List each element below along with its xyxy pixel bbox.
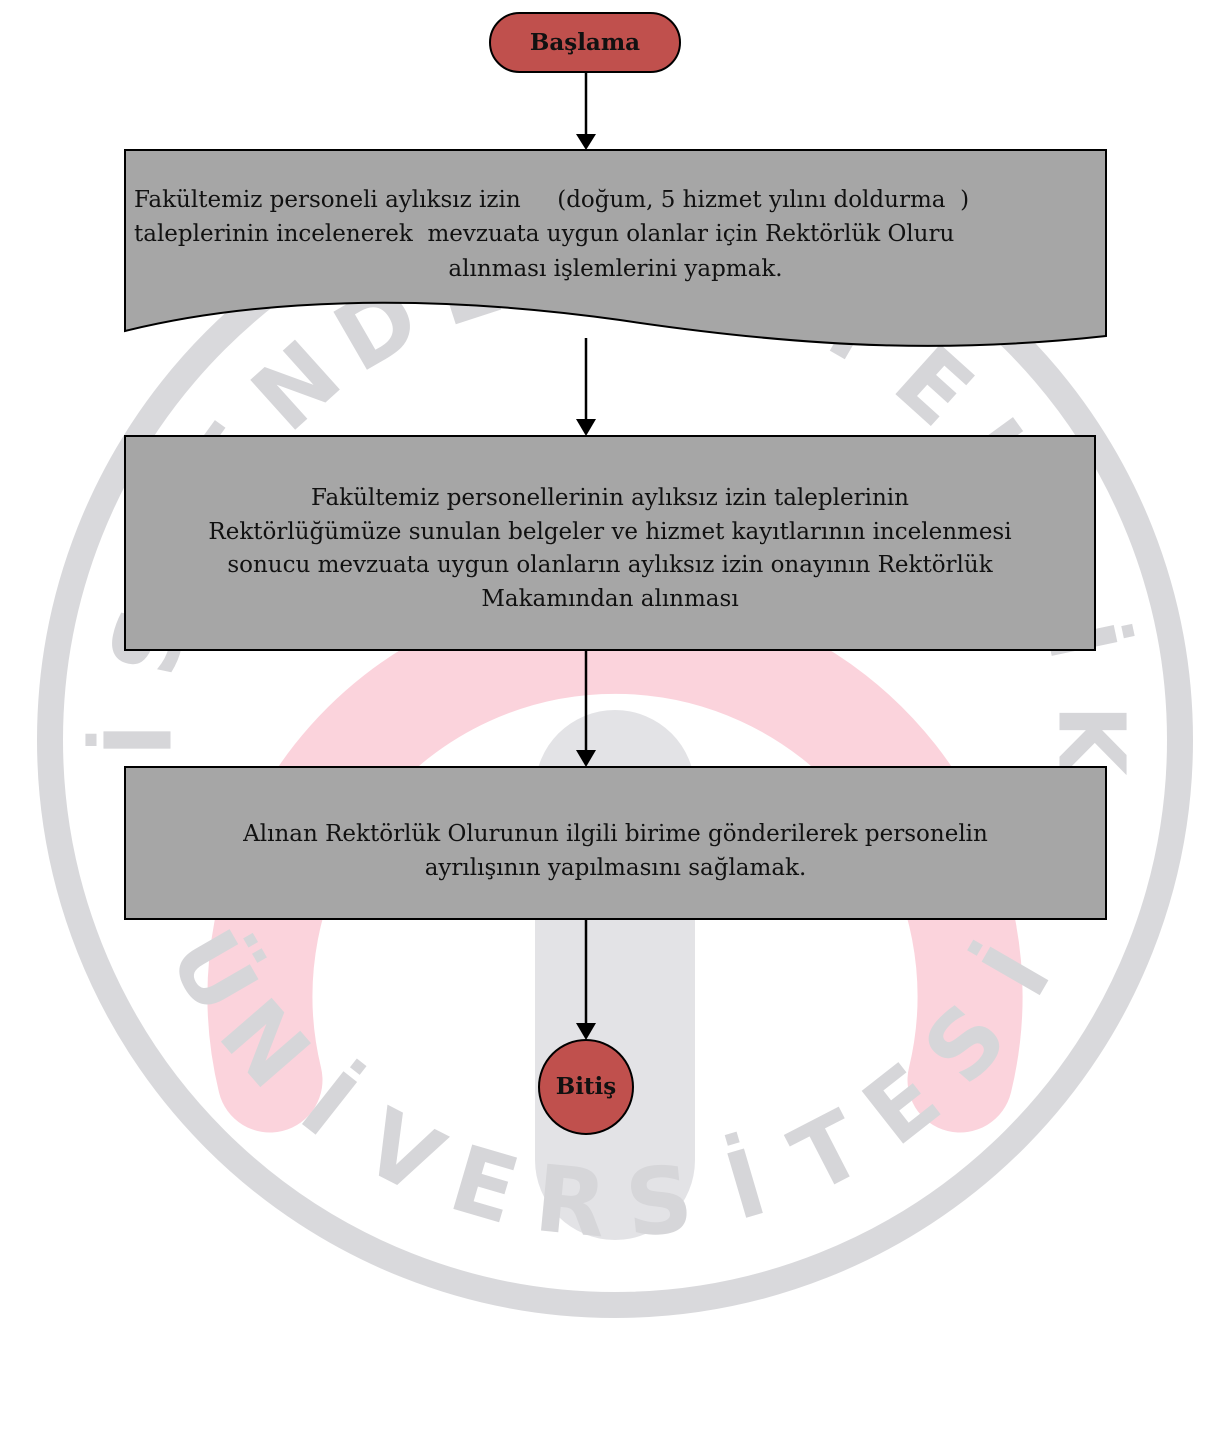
watermark-letter: E: [439, 1125, 529, 1245]
step2-line-3: sonucu mevzuata uygun olanların aylıksız…: [227, 552, 993, 578]
watermark-letter: S: [621, 1145, 697, 1258]
connectors: [576, 72, 596, 1040]
end-label: Bitiş: [555, 1073, 617, 1100]
start-label: Başlama: [529, 29, 641, 56]
step1-document-shape: [124, 149, 1107, 347]
step2-line-2: Rektörlüğümüze sunulan belgeler ve hizme…: [208, 519, 1012, 545]
arrow-head: [576, 750, 596, 767]
step1-line-2: taleplerinin incelenerek mevzuata uygun …: [134, 221, 955, 247]
watermark-letter: V: [346, 1088, 458, 1216]
step3-line-1: Alınan Rektörlük Olurunun ilgili birime …: [243, 821, 988, 847]
step3-process-box: [124, 766, 1107, 920]
start-terminal: [489, 12, 681, 73]
watermark-letter: İ: [83, 723, 192, 757]
step1-line-1: Fakültemiz personeli aylıksız izin (doğu…: [134, 187, 970, 213]
arrow-head: [576, 134, 596, 150]
step1-line-3: alınması işlemlerini yapmak.: [448, 256, 783, 282]
step2-line-4: Makamından alınması: [481, 586, 739, 612]
arrow-head: [576, 419, 596, 436]
step2-line-1: Fakültemiz personellerinin aylıksız izin…: [311, 485, 909, 511]
step3-line-2: ayrılışının yapılmasını sağlamak.: [424, 855, 807, 881]
watermark-letter: İ: [714, 1127, 778, 1241]
step2-process-box: [124, 435, 1096, 651]
end-terminal: [538, 1039, 634, 1135]
arrow-head: [576, 1023, 596, 1040]
watermark-letter: R: [531, 1145, 612, 1258]
